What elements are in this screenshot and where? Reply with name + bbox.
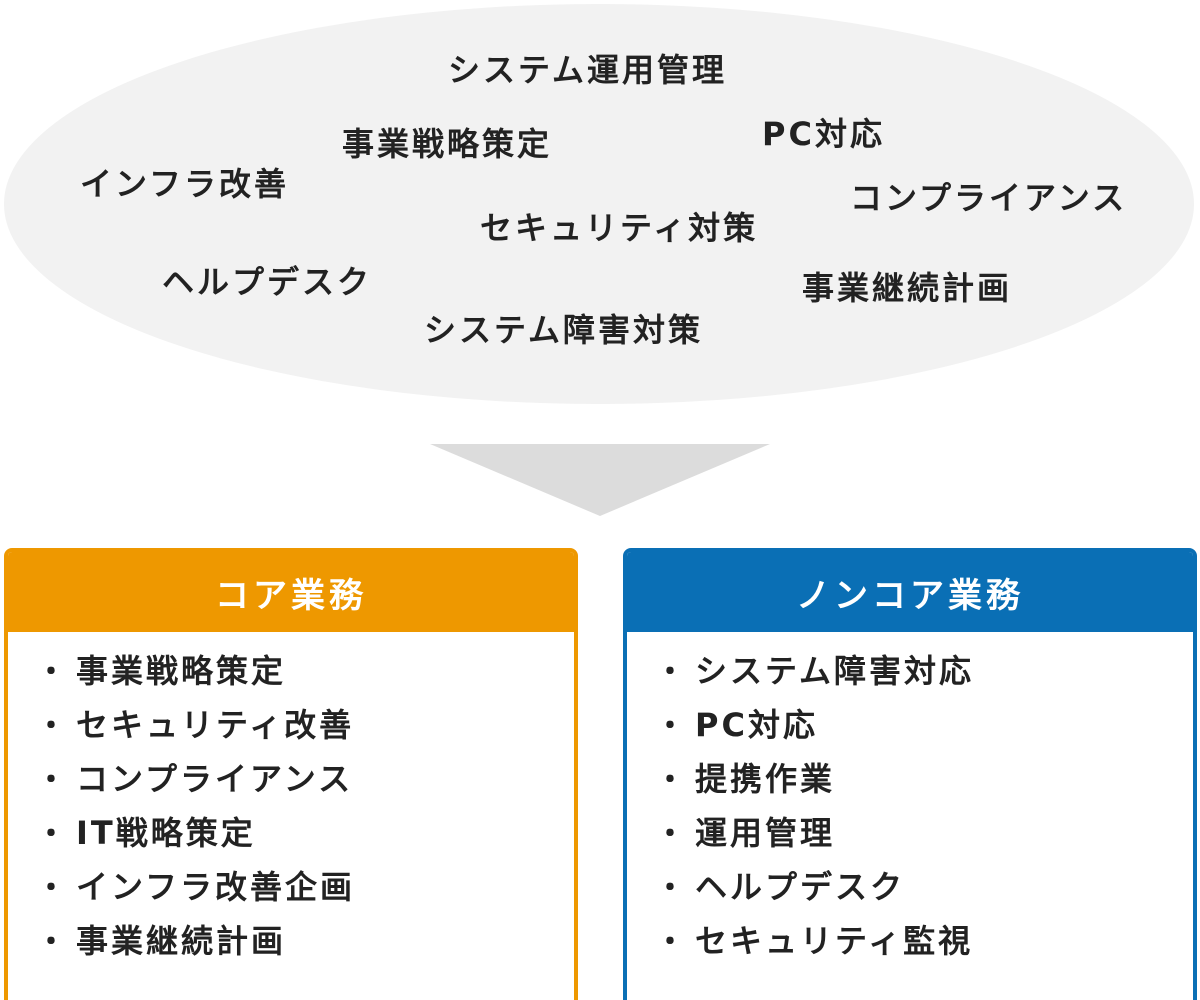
list-item-label: 事業戦略策定	[76, 652, 287, 690]
list-item-label: セキュリティ改善	[76, 706, 355, 744]
list-item-label: PC対応	[695, 706, 818, 744]
cloud-word-security: セキュリティ対策	[480, 209, 759, 247]
bullet: ・	[36, 655, 69, 690]
core-tasks-panel: コア業務 ・事業戦略策定 ・セキュリティ改善 ・コンプライアンス ・IT戦略策定…	[4, 548, 578, 1000]
bullet: ・	[655, 871, 688, 906]
list-item-label: インフラ改善企画	[76, 868, 356, 906]
down-arrow-icon	[430, 444, 770, 516]
list-item: ・運用管理	[655, 804, 1193, 858]
cloud-word-system-operation: システム運用管理	[448, 51, 728, 89]
list-item: ・事業戦略策定	[36, 642, 574, 696]
list-item-label: 運用管理	[695, 814, 836, 852]
cloud-word-helpdesk: ヘルプデスク	[162, 263, 373, 301]
noncore-tasks-title: ノンコア業務	[627, 552, 1193, 632]
core-tasks-list: ・事業戦略策定 ・セキュリティ改善 ・コンプライアンス ・IT戦略策定 ・インフ…	[8, 632, 574, 966]
list-item-label: コンプライアンス	[76, 760, 354, 798]
list-item-label: システム障害対応	[695, 652, 975, 690]
bullet: ・	[36, 709, 69, 744]
list-item-label: 事業継続計画	[76, 922, 287, 960]
list-item: ・IT戦略策定	[36, 804, 574, 858]
list-item: ・ヘルプデスク	[655, 858, 1193, 912]
list-item-label: IT戦略策定	[76, 814, 256, 852]
bullet: ・	[655, 655, 688, 690]
cloud-word-system-failure: システム障害対策	[424, 311, 704, 349]
cloud-word-compliance: コンプライアンス	[850, 179, 1128, 217]
bullet: ・	[36, 871, 69, 906]
list-item: ・提携作業	[655, 750, 1193, 804]
cloud-word-bcp: 事業継続計画	[802, 269, 1013, 307]
task-cloud	[4, 4, 1194, 404]
list-item: ・事業継続計画	[36, 912, 574, 966]
bullet: ・	[655, 817, 688, 852]
list-item: ・インフラ改善企画	[36, 858, 574, 912]
bullet: ・	[655, 925, 688, 960]
cloud-word-pc-support: PC対応	[762, 115, 885, 153]
noncore-tasks-list: ・システム障害対応 ・PC対応 ・提携作業 ・運用管理 ・ヘルプデスク ・セキュ…	[627, 632, 1193, 966]
bullet: ・	[655, 709, 688, 744]
bullet: ・	[655, 763, 688, 798]
list-item: ・セキュリティ監視	[655, 912, 1193, 966]
list-item-label: セキュリティ監視	[695, 922, 974, 960]
cloud-word-infra-improvement: インフラ改善	[80, 165, 290, 203]
list-item: ・システム障害対応	[655, 642, 1193, 696]
bullet: ・	[36, 925, 69, 960]
list-item: ・PC対応	[655, 696, 1193, 750]
list-item-label: ヘルプデスク	[695, 868, 906, 906]
bullet: ・	[36, 817, 69, 852]
bullet: ・	[36, 763, 69, 798]
noncore-tasks-panel: ノンコア業務 ・システム障害対応 ・PC対応 ・提携作業 ・運用管理 ・ヘルプデ…	[623, 548, 1197, 1000]
core-tasks-title: コア業務	[8, 552, 574, 632]
list-item: ・セキュリティ改善	[36, 696, 574, 750]
list-item-label: 提携作業	[695, 760, 836, 798]
list-item: ・コンプライアンス	[36, 750, 574, 804]
cloud-word-business-strategy: 事業戦略策定	[342, 125, 553, 163]
